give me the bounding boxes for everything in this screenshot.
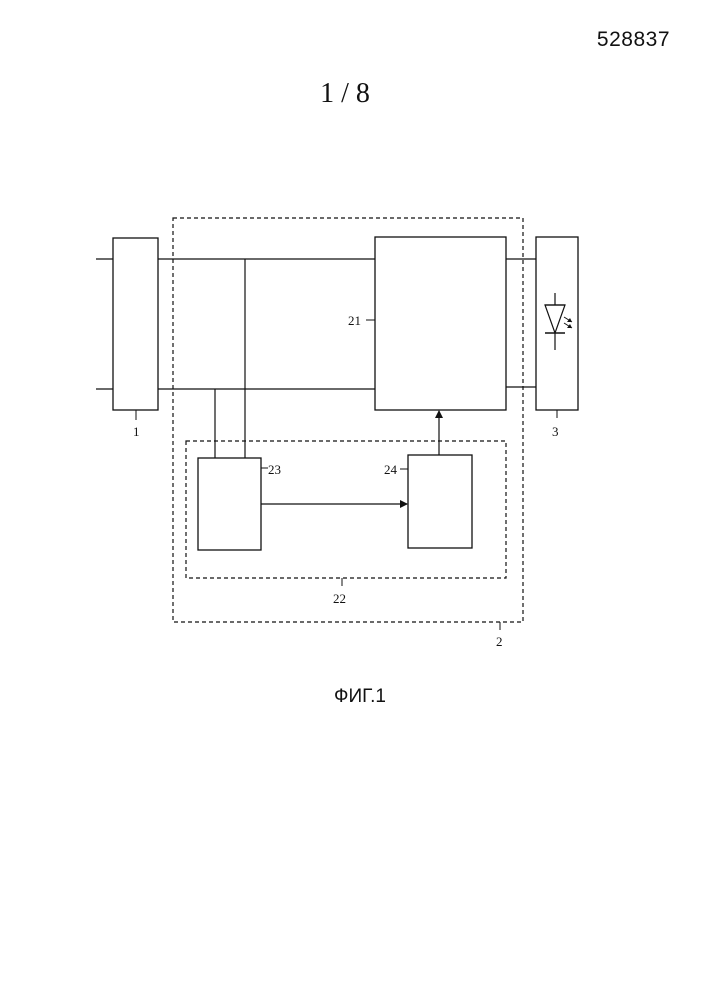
label-block-23: 23 — [268, 462, 281, 477]
label-block-21: 21 — [348, 313, 361, 328]
bus-lines — [158, 259, 375, 458]
block-21: 21 — [348, 237, 506, 410]
block-1: 1 — [96, 238, 158, 439]
label-block-22: 22 — [333, 591, 346, 606]
block-24: 24 — [384, 455, 472, 548]
label-block-24: 24 — [384, 462, 398, 477]
figure-caption: ФИГ.1 — [300, 686, 420, 708]
label-block-1: 1 — [133, 424, 140, 439]
label-block-3: 3 — [552, 424, 559, 439]
label-block-2: 2 — [496, 634, 503, 649]
block-22-boundary: 22 — [186, 441, 506, 606]
block-3: 3 — [536, 237, 578, 439]
led-icon — [545, 293, 572, 350]
block-2-boundary: 2 — [173, 218, 523, 649]
signal-arrows — [261, 411, 439, 504]
output-lines — [506, 259, 536, 387]
